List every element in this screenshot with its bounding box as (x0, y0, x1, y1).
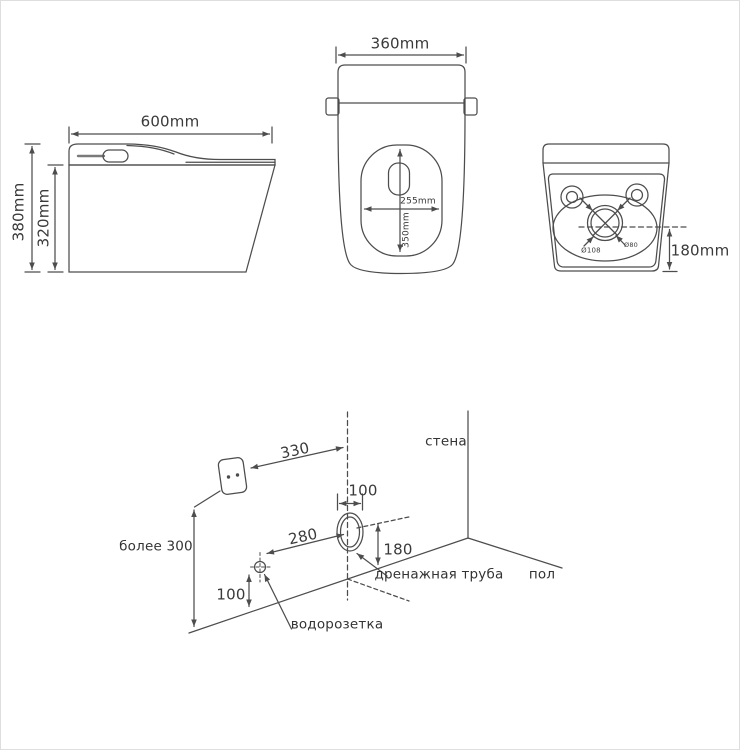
wall-label: стена (425, 433, 467, 450)
inst-pipe-width-label: 100 (348, 481, 378, 500)
water-socket (251, 553, 271, 583)
side-view-drawing (25, 127, 275, 272)
dim-320mm (48, 165, 63, 272)
drain-pipe-label: дренажная труба (374, 566, 504, 583)
inst-power-socket-height-label: более 300 (119, 538, 193, 555)
inst-outlet-height-label: 100 (216, 585, 246, 604)
top-opening-width-label: 255mm (400, 196, 436, 207)
top-opening-depth-label: 350mm (401, 212, 412, 248)
side-width-label: 600mm (140, 112, 200, 131)
rear-drain-outer-diameter-label: Ø108 (581, 246, 601, 255)
installation-diagram-drawing (189, 411, 562, 633)
water-socket-label: водорозетка (290, 616, 384, 633)
side-overall-height-label: 380mm (9, 182, 28, 242)
dim-180mm (663, 230, 677, 272)
dim-600mm (69, 127, 272, 143)
floor-label: пол (528, 566, 556, 583)
top-view-drawing (326, 47, 477, 274)
dim-360mm (336, 47, 466, 63)
top-width-label: 360mm (370, 34, 430, 53)
rear-outlet-height-label: 180mm (670, 241, 730, 260)
power-socket (218, 457, 248, 495)
dim-380mm (25, 144, 40, 272)
inst-pipe-height-label: 180 (383, 540, 413, 559)
rear-drain-inner-diameter-label: Ø80 (624, 240, 638, 249)
drain-pipe (337, 513, 363, 551)
rear-view-drawing (543, 144, 689, 272)
side-bowl-height-label: 320mm (34, 188, 53, 248)
